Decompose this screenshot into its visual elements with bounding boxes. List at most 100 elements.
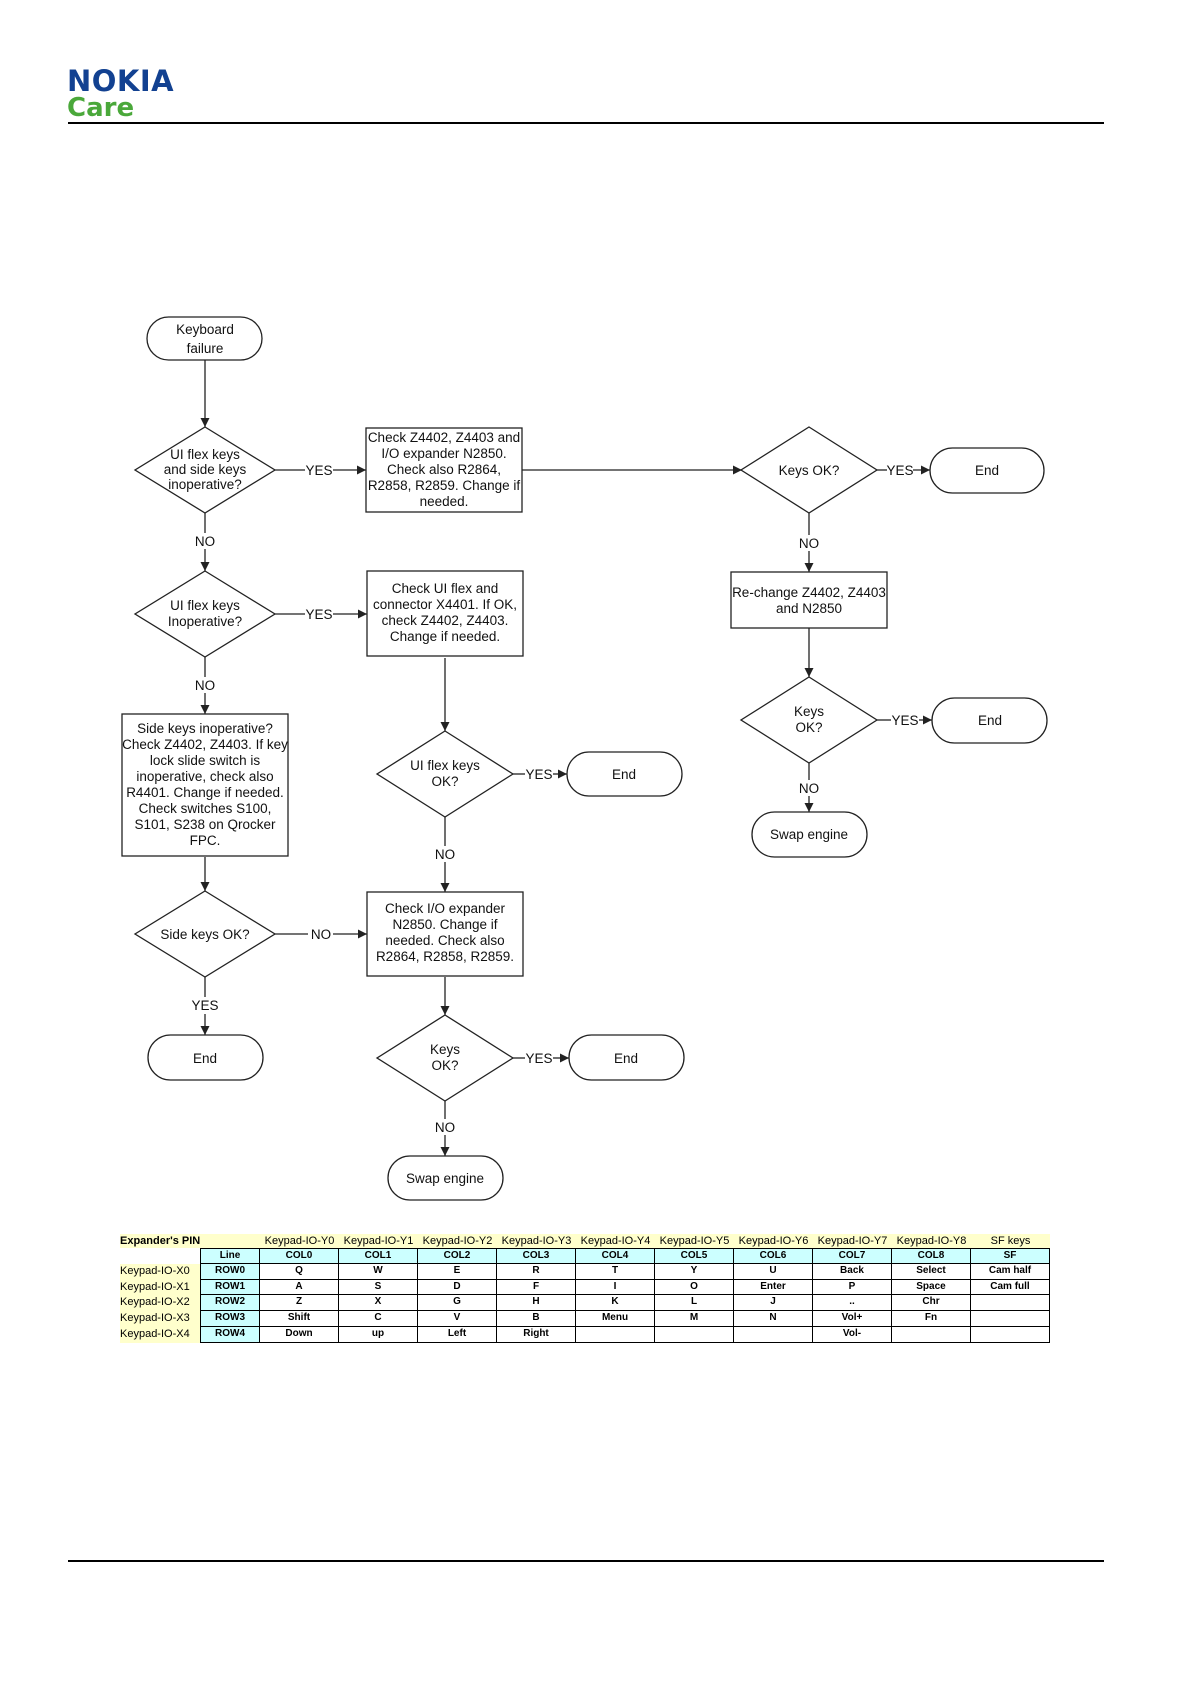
- d1-line-2: and side keys: [164, 462, 247, 477]
- b1-line-5: needed.: [420, 494, 469, 509]
- b2-line-4: Change if needed.: [390, 629, 500, 644]
- key-cell: [892, 1326, 971, 1343]
- key-cell: S: [339, 1279, 418, 1296]
- d5-line-1: Keys: [430, 1042, 460, 1057]
- pin-label: Keypad-IO-X1: [120, 1279, 200, 1296]
- d2-yes-label: YES: [305, 607, 332, 622]
- d7-line-2: OK?: [795, 720, 822, 735]
- start-label-2: failure: [187, 341, 224, 356]
- key-cell: [734, 1326, 813, 1343]
- io-header: Keypad-IO-Y8: [896, 1235, 967, 1247]
- b4-line-2: N2850. Change if: [392, 917, 497, 932]
- b1-line-4: R2858, R2859. Change if: [368, 478, 521, 493]
- key-cell: ..: [813, 1295, 892, 1312]
- d3-line-2: OK?: [431, 774, 458, 789]
- io-header: Keypad-IO-Y1: [343, 1235, 414, 1247]
- decision-ui-and-side-keys: UI flex keys and side keys inoperative?: [133, 426, 277, 514]
- box-check-io-expander: Check I/O expander N2850. Change if need…: [366, 891, 524, 977]
- line-cell: ROW2: [200, 1295, 260, 1312]
- key-cell: N: [734, 1311, 813, 1327]
- line-cell: ROW3: [200, 1311, 260, 1327]
- key-cell: Cam half: [971, 1263, 1050, 1280]
- end-node-side-keys: End: [147, 1034, 264, 1081]
- table-row: Keypad-IO-X1 ROW1 A S D F I O Enter P Sp…: [120, 1279, 1050, 1296]
- key-cell: Shift: [260, 1311, 339, 1327]
- key-cell: V: [418, 1311, 497, 1327]
- key-cell: [971, 1311, 1050, 1327]
- nokia-care-logo: NOKIA Care: [67, 66, 174, 121]
- col-header: COL6: [734, 1248, 813, 1264]
- key-cell: Vol+: [813, 1311, 892, 1327]
- line-header: Line: [200, 1248, 260, 1264]
- b4-line-1: Check I/O expander: [385, 901, 506, 916]
- decision-keys-ok-top-right: Keys OK?: [739, 426, 879, 514]
- d6-yes-label: YES: [886, 463, 913, 478]
- swap-engine-node-left: Swap engine: [387, 1155, 504, 1201]
- d3-yes-label: YES: [525, 767, 552, 782]
- key-cell: [971, 1326, 1050, 1343]
- key-cell: Cam full: [971, 1279, 1050, 1296]
- keyboard-failure-flowchart: Keyboard failure UI flex keys and side k…: [121, 316, 1048, 1201]
- start-label-1: Keyboard: [176, 322, 234, 337]
- end-node-ui-flex: End: [566, 751, 683, 797]
- key-cell: P: [813, 1279, 892, 1296]
- end-label: End: [978, 713, 1002, 728]
- d6-no-label: NO: [799, 536, 819, 551]
- key-cell: Space: [892, 1279, 971, 1296]
- decision-side-keys-ok: Side keys OK?: [133, 890, 277, 978]
- key-cell: Left: [418, 1326, 497, 1343]
- end-label: End: [614, 1051, 638, 1066]
- b4-line-3: needed. Check also: [385, 933, 504, 948]
- key-cell: [655, 1326, 734, 1343]
- d2-line-2: Inoperative?: [168, 614, 242, 629]
- io-header: Keypad-IO-Y6: [738, 1235, 809, 1247]
- end-label: End: [193, 1051, 217, 1066]
- key-cell: U: [734, 1263, 813, 1280]
- col-header: COL1: [339, 1248, 418, 1264]
- b3-line-6: Check switches S100,: [139, 801, 272, 816]
- b3-line-5: R4401. Change if needed.: [126, 785, 284, 800]
- d7-line-1: Keys: [794, 704, 824, 719]
- key-cell: Q: [260, 1263, 339, 1280]
- key-cell: Enter: [734, 1279, 813, 1296]
- end-label: End: [612, 767, 636, 782]
- key-cell: [576, 1326, 655, 1343]
- pin-label: Keypad-IO-X3: [120, 1311, 200, 1327]
- d1-line-1: UI flex keys: [170, 447, 240, 462]
- key-cell: Z: [260, 1295, 339, 1312]
- key-cell: Right: [497, 1326, 576, 1343]
- box-check-z4402-n2850: Check Z4402, Z4403 and I/O expander N285…: [365, 427, 523, 513]
- col-header-row: Line COL0 COL1 COL2 COL3 COL4 COL5 COL6 …: [120, 1248, 1050, 1264]
- key-cell: Back: [813, 1263, 892, 1280]
- b3-line-8: FPC.: [190, 833, 221, 848]
- key-cell: W: [339, 1263, 418, 1280]
- b1-line-1: Check Z4402, Z4403 and: [368, 430, 520, 445]
- b1-line-2: I/O expander N2850.: [381, 446, 506, 461]
- io-header: Keypad-IO-Y0: [264, 1235, 335, 1247]
- key-cell: Select: [892, 1263, 971, 1280]
- col-header: COL5: [655, 1248, 734, 1264]
- io-header: Keypad-IO-Y3: [501, 1235, 572, 1247]
- d1-yes-label: YES: [305, 463, 332, 478]
- io-header: Keypad-IO-Y7: [817, 1235, 888, 1247]
- brand-sub: Care: [67, 93, 135, 123]
- io-header: Keypad-IO-Y2: [422, 1235, 493, 1247]
- d4-no-label: NO: [311, 927, 331, 942]
- key-cell: [971, 1295, 1050, 1312]
- d4-yes-label: YES: [191, 998, 218, 1013]
- b3-line-4: inoperative, check also: [136, 769, 273, 784]
- key-cell: G: [418, 1295, 497, 1312]
- key-cell: E: [418, 1263, 497, 1280]
- col-header: COL8: [892, 1248, 971, 1264]
- footer-rule: [68, 1560, 1104, 1562]
- b2-line-1: Check UI flex and: [392, 581, 499, 596]
- key-cell: L: [655, 1295, 734, 1312]
- key-cell: F: [497, 1279, 576, 1296]
- io-header-row: Expander's PIN Keypad-IO-Y0 Keypad-IO-Y1…: [120, 1234, 1050, 1248]
- key-cell: B: [497, 1311, 576, 1327]
- key-cell: I: [576, 1279, 655, 1296]
- key-cell: X: [339, 1295, 418, 1312]
- io-header: SF keys: [990, 1235, 1031, 1247]
- start-node: Keyboard failure: [146, 316, 263, 361]
- decision-ui-flex-inoperative: UI flex keys Inoperative?: [133, 570, 277, 658]
